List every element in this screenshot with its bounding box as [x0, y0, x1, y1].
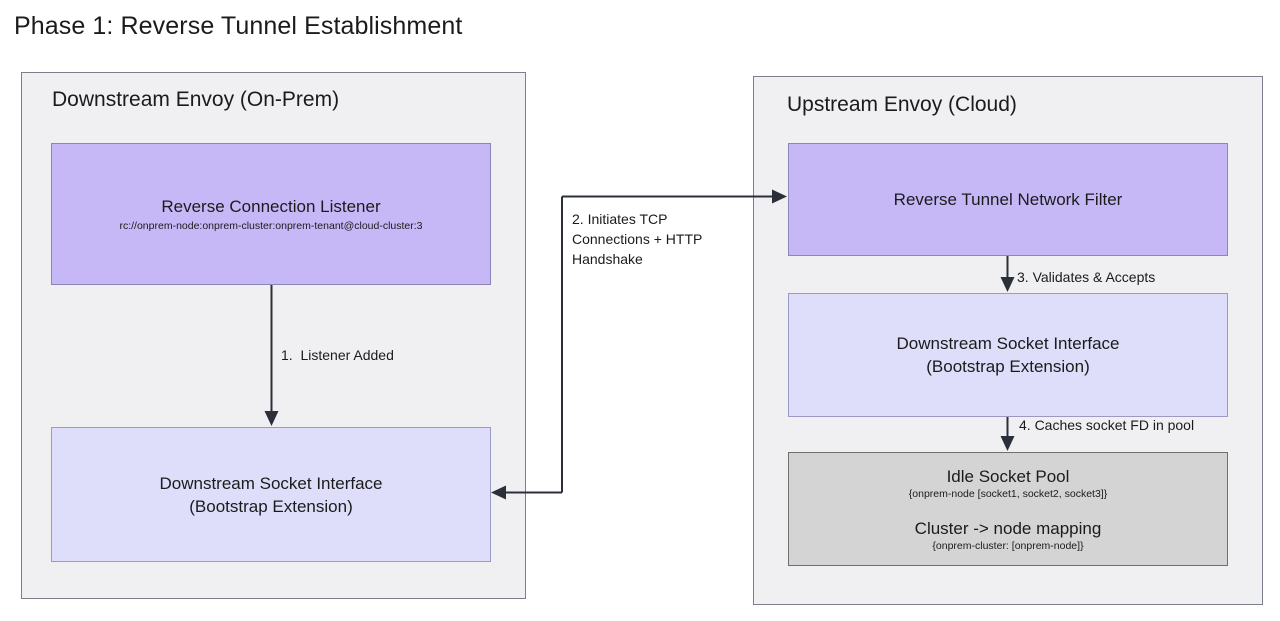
edge-label-caches-socket-fd: 4. Caches socket FD in pool: [1019, 417, 1195, 433]
node-downstream-socket-interface-cloud[interactable]: Downstream Socket Interface (Bootstrap E…: [788, 293, 1228, 417]
idle-pool-title: Idle Socket Pool: [946, 466, 1070, 486]
node-reverse-tunnel-network-filter[interactable]: Reverse Tunnel Network Filter: [788, 143, 1228, 256]
cluster-mapping-section: Cluster -> node mapping {onprem-cluster:…: [915, 518, 1102, 553]
cluster-mapping-subtitle: {onprem-cluster: [onprem-node]}: [932, 539, 1084, 552]
edge-label-validates-accepts: 3. Validates & Accepts: [1017, 269, 1156, 285]
node-subtitle: rc://onprem-node:onprem-cluster:onprem-t…: [119, 219, 423, 232]
node-title: Reverse Tunnel Network Filter: [893, 190, 1123, 209]
node-title: Reverse Connection Listener: [161, 196, 381, 216]
node-reverse-connection-listener[interactable]: Reverse Connection Listener rc://onprem-…: [51, 143, 491, 285]
idle-pool-subtitle: {onprem-node [socket1, socket2, socket3]…: [908, 487, 1108, 500]
node-idle-socket-pool[interactable]: Idle Socket Pool {onprem-node [socket1, …: [788, 452, 1228, 566]
node-title-line1: Downstream Socket Interface: [896, 334, 1120, 353]
lane-downstream-title: Downstream Envoy (On-Prem): [52, 88, 340, 111]
node-title-line2: (Bootstrap Extension): [189, 496, 353, 516]
cluster-mapping-title: Cluster -> node mapping: [914, 518, 1102, 538]
idle-pool-section: Idle Socket Pool {onprem-node [socket1, …: [909, 466, 1107, 501]
node-downstream-socket-interface-onprem[interactable]: Downstream Socket Interface (Bootstrap E…: [51, 427, 491, 562]
edge-label-listener-added: 1. Listener Added: [281, 347, 394, 363]
lane-upstream-title: Upstream Envoy (Cloud): [787, 93, 1017, 116]
page-title: Phase 1: Reverse Tunnel Establishment: [14, 12, 463, 40]
node-title-line1: Downstream Socket Interface: [159, 473, 383, 493]
node-title-line2: (Bootstrap Extension): [926, 357, 1090, 376]
edge-label-initiates-tcp: 2. Initiates TCP Connections + HTTP Hand…: [572, 211, 703, 267]
